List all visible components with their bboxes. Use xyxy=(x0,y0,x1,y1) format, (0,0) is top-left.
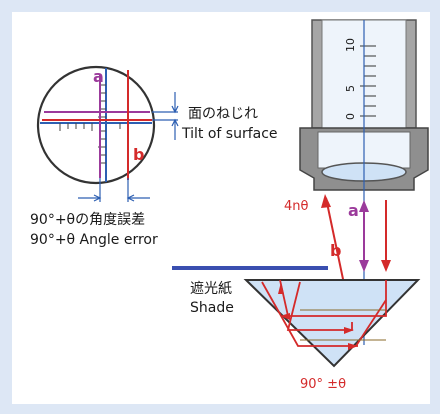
beam-label-b: b xyxy=(330,241,341,260)
prism-ray-paths xyxy=(261,279,387,347)
angle-error-label-jp: 90°+θの角度誤差 xyxy=(30,212,145,228)
tilt-label-en: Tilt of surface xyxy=(181,126,278,142)
beam-a xyxy=(359,200,369,272)
angle-error-dimension xyxy=(78,178,150,202)
beam-label-a: a xyxy=(348,201,359,220)
prism-angle-label: 90° ±θ xyxy=(300,377,346,392)
tube-scale xyxy=(360,45,376,117)
shift-label: 4nθ xyxy=(284,199,309,214)
scale-label-5: 5 xyxy=(344,85,357,92)
reticle-label-a: a xyxy=(93,67,104,86)
beam-incident xyxy=(381,200,391,272)
reticle-circle xyxy=(36,65,156,185)
reticle-horizontal-scale xyxy=(59,123,129,131)
tilt-label-jp: 面のねじれ xyxy=(188,106,258,122)
scale-label-10: 10 xyxy=(344,38,357,52)
reticle-view: a b xyxy=(36,65,156,185)
shade-bar xyxy=(172,266,328,270)
tilt-dimension xyxy=(152,92,179,140)
shade-label-en: Shade xyxy=(190,300,234,316)
angle-error-label-en: 90°+θ Angle error xyxy=(30,232,158,248)
reticle-label-b: b xyxy=(133,145,144,164)
prism xyxy=(243,279,421,368)
scale-label-0: 0 xyxy=(344,113,357,120)
shade-label-jp: 遮光紙 xyxy=(190,281,232,297)
